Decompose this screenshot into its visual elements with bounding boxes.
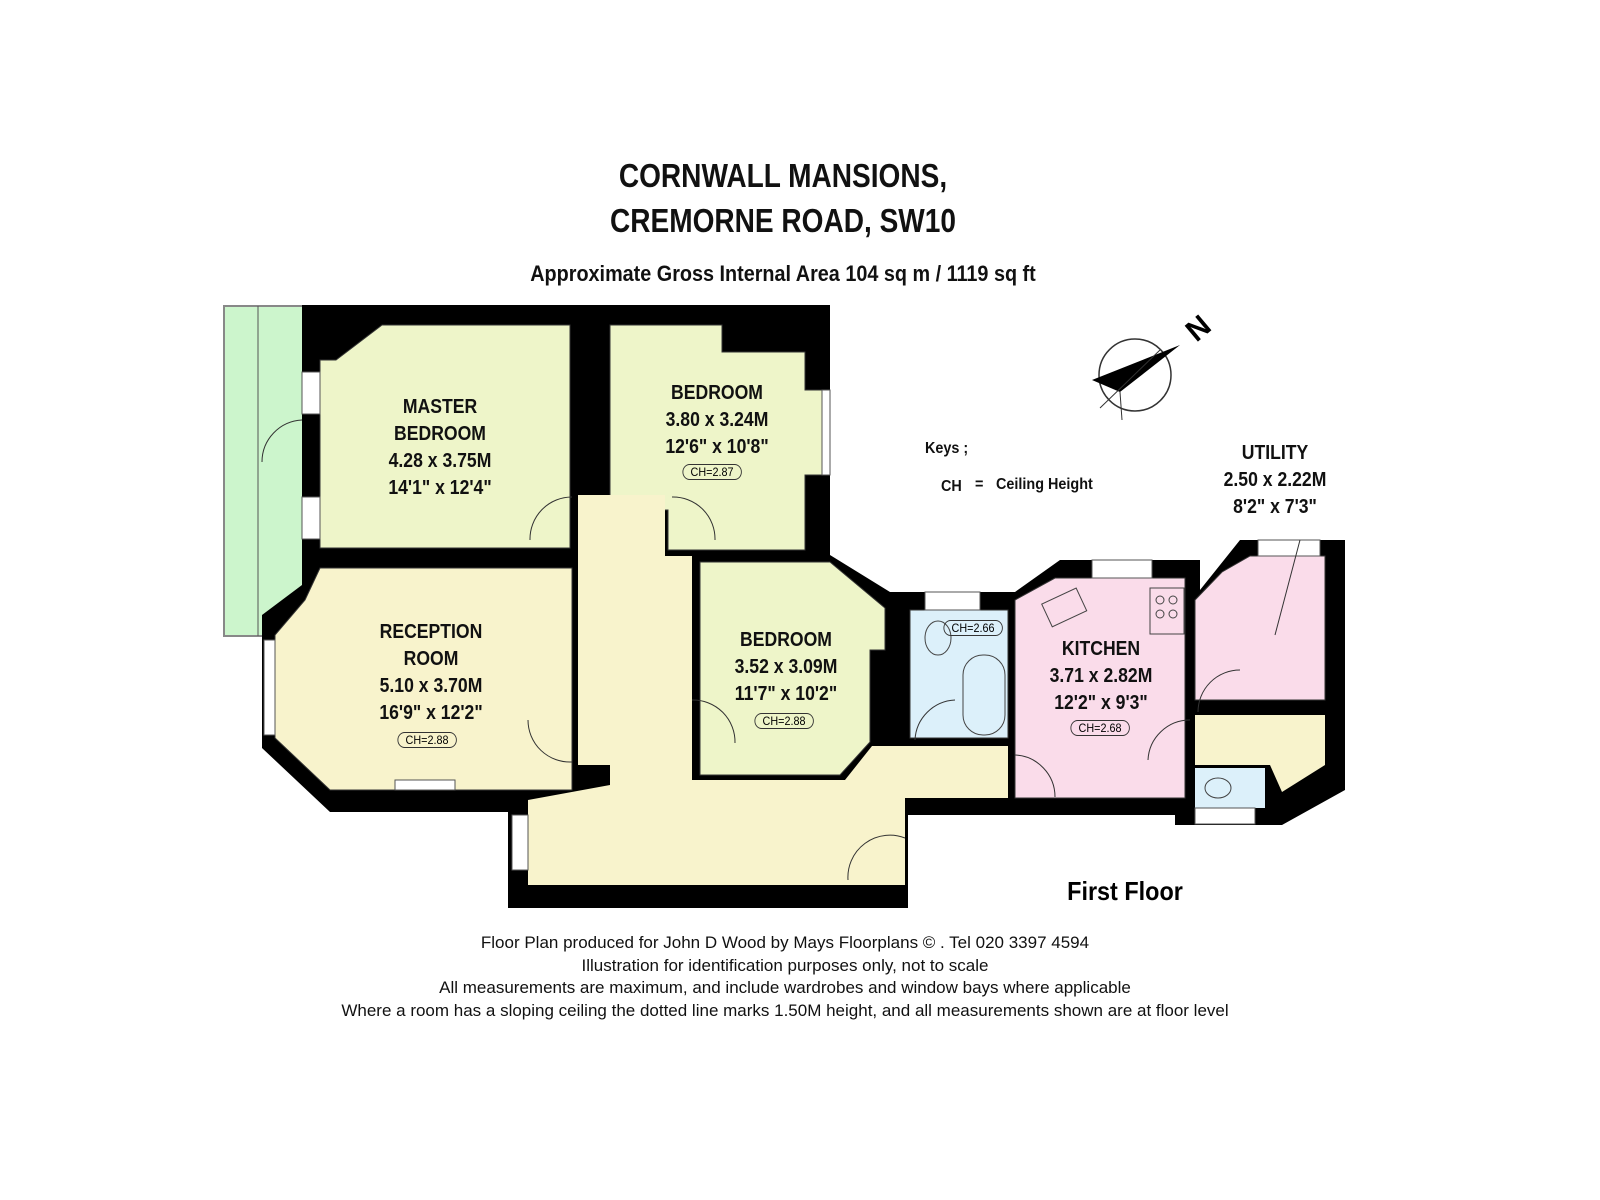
footer-line: Illustration for identification purposes…	[581, 955, 989, 975]
footer-line: Where a room has a sloping ceiling the d…	[341, 1000, 1229, 1020]
door-swings	[261, 419, 1241, 881]
room-metric: 2.50 x 2.22M	[1223, 469, 1327, 491]
key-meaning: Ceiling Height	[996, 476, 1093, 493]
room-imperial: 8'2" x 7'3"	[1233, 496, 1317, 518]
title-line-1: CORNWALL MANSIONS,	[618, 157, 948, 194]
reception-floor	[274, 567, 573, 791]
reception-room-label: RECEPTION ROOM 5.10 x 3.70M 16'9" x 12'2…	[379, 619, 482, 727]
room-metric: 3.71 x 2.82M	[1049, 665, 1153, 687]
bedroom-2-label: BEDROOM 3.52 x 3.09M 11'7" x 10'2"	[735, 627, 838, 708]
footer-notes: Floor Plan produced for John D Wood by M…	[341, 932, 1228, 1022]
footer-line: All measurements are maximum, and includ…	[439, 978, 1131, 997]
title-line-2: CREMORNE ROAD, SW10	[610, 202, 956, 239]
room-name: KITCHEN	[1061, 638, 1141, 660]
room-imperial: 12'2" x 9'3"	[1054, 692, 1148, 714]
kitchen-label: KITCHEN 3.71 x 2.82M 12'2" x 9'3"	[1050, 636, 1153, 717]
master-bedroom-label: MASTER BEDROOM 4.28 x 3.75M 14'1" x 12'4…	[388, 394, 491, 502]
utility-corridor	[1195, 715, 1325, 792]
room-metric: 5.10 x 3.70M	[379, 675, 483, 697]
utility-label: UTILITY 2.50 x 2.22M 8'2" x 7'3"	[1224, 440, 1327, 521]
room-name: UTILITY	[1241, 442, 1309, 464]
room-name: BEDROOM	[671, 382, 763, 404]
utility-label-pointer	[1274, 539, 1301, 636]
ceiling-height-badge: CH=2.87	[682, 464, 742, 480]
master-bedroom-floor	[319, 324, 571, 549]
kitchen-floor	[1014, 577, 1186, 799]
windows	[263, 371, 1321, 871]
ceiling-height-badge: CH=2.66	[943, 620, 1003, 636]
room-imperial: 12'6" x 10'8"	[665, 436, 769, 458]
room-name: BEDROOM	[740, 629, 832, 651]
room-metric: 3.80 x 3.24M	[665, 409, 769, 431]
gross-area: Approximate Gross Internal Area 104 sq m…	[530, 261, 1036, 286]
hallway-floor	[528, 495, 1008, 885]
footer-line: Floor Plan produced for John D Wood by M…	[480, 933, 1090, 952]
ceiling-height-badge: CH=2.88	[397, 732, 457, 748]
room-imperial: 11'7" x 10'2"	[734, 683, 838, 705]
ceiling-height-badge: CH=2.88	[754, 713, 814, 729]
balcony	[223, 305, 305, 637]
bedroom-2-floor	[699, 561, 886, 776]
wc-floor	[1195, 768, 1265, 808]
utility-floor	[1194, 555, 1326, 701]
room-name: RECEPTION	[379, 621, 483, 643]
key-abbreviation: CH	[941, 478, 962, 495]
ceiling-height-badge: CH=2.68	[1070, 720, 1130, 736]
room-name: MASTER	[402, 396, 478, 418]
room-name: ROOM	[403, 648, 459, 670]
key-equals: =	[975, 476, 984, 493]
room-metric: 3.52 x 3.09M	[734, 656, 838, 678]
room-metric: 4.28 x 3.75M	[388, 450, 492, 472]
keys-title: Keys ;	[925, 440, 969, 457]
north-compass-icon	[1092, 338, 1180, 421]
floor-label: First Floor	[1067, 876, 1183, 906]
room-imperial: 16'9" x 12'2"	[379, 702, 483, 724]
bedroom-label: BEDROOM 3.80 x 3.24M 12'6" x 10'8"	[665, 380, 768, 461]
room-name: BEDROOM	[394, 423, 486, 445]
room-imperial: 14'1" x 12'4"	[388, 477, 492, 499]
